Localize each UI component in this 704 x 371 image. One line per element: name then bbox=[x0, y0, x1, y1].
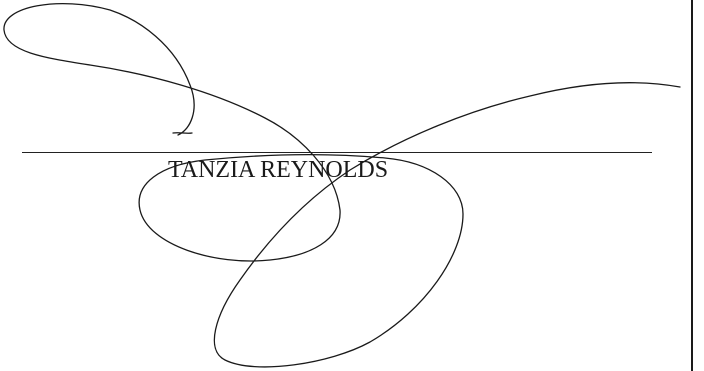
page-right-border bbox=[691, 0, 693, 371]
signature-line bbox=[22, 152, 652, 153]
signer-name: TANZIA REYNOLDS bbox=[168, 157, 389, 183]
